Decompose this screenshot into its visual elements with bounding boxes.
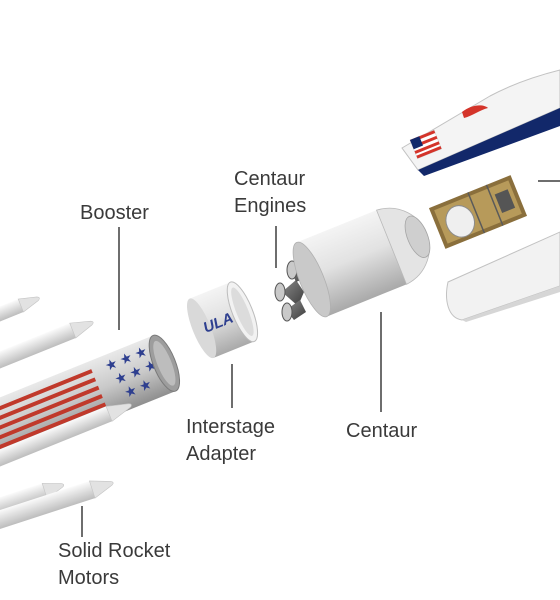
solid-rocket-motors-label: Solid Rocket Motors: [58, 540, 171, 589]
booster-core: ★ ★ ★ ★ ★ ★ ★ ★: [0, 334, 181, 474]
star-icon: ★: [103, 355, 121, 375]
star-icon: ★: [132, 343, 150, 363]
payload-fairing-lower: [446, 231, 560, 322]
flag-icon: [409, 129, 442, 159]
centaur-engines-label: Centaur Engines: [234, 168, 307, 217]
booster-label: Booster: [80, 202, 149, 224]
centaur-label: Centaur: [346, 420, 418, 442]
solid-rocket-motor: [0, 320, 94, 376]
star-icon: ★: [127, 363, 145, 383]
star-icon: ★: [112, 369, 130, 389]
payload-spacecraft: [428, 175, 528, 249]
interstage-adapter: ULA: [186, 281, 259, 359]
solid-rocket-motor: [0, 403, 132, 478]
solid-rocket-motor: [0, 480, 114, 535]
interstage-adapter-label: Interstage Adapter: [186, 416, 275, 465]
payload-fairing-upper: [401, 69, 560, 176]
star-icon: ★: [137, 376, 155, 396]
centaur-stage: [292, 207, 431, 318]
solid-rocket-motor: [0, 296, 40, 329]
star-icon: ★: [122, 382, 140, 402]
star-icon: ★: [118, 349, 136, 369]
